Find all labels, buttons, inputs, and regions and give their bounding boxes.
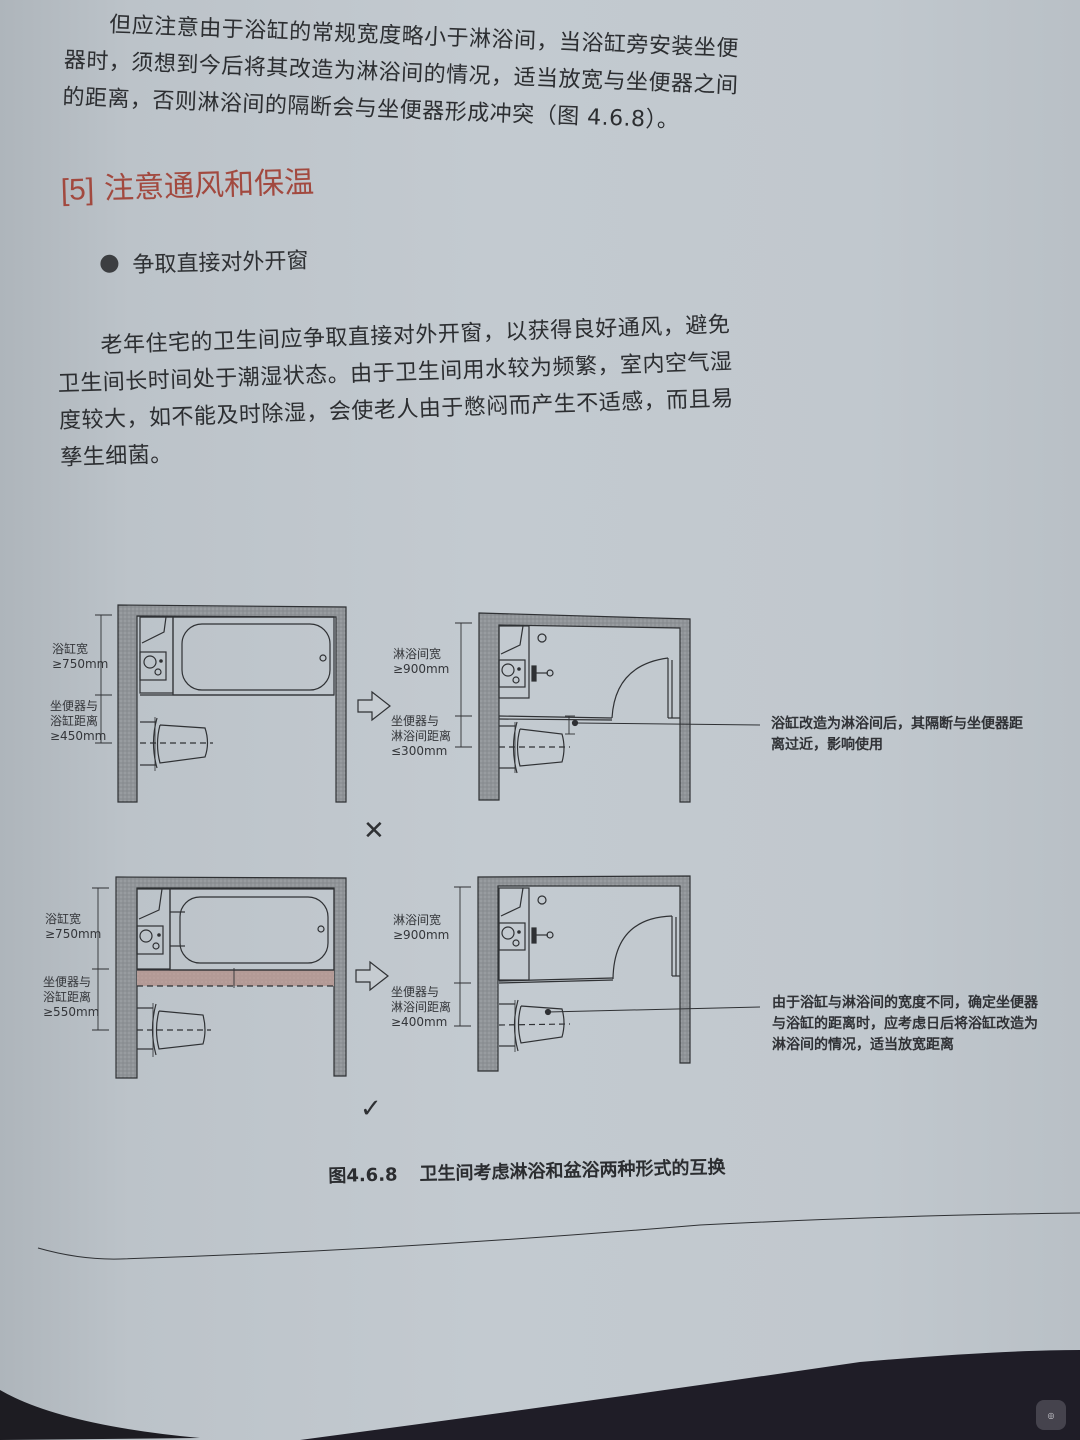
arrow-icon [357, 690, 391, 722]
dim-label-text: 淋浴间宽 [393, 647, 442, 661]
callout-line: 离过近，影响使用 [771, 737, 883, 753]
dim-value-text: ≥750mm [52, 657, 109, 671]
dim-label-text: 坐便器与 [50, 699, 99, 713]
dim-label-text: 浴缸宽 [52, 642, 89, 656]
bottom-bathtub-dim1: 浴缸宽 ≥750mm [45, 912, 101, 942]
dim-value-text: ≥400mm [391, 1015, 448, 1029]
page-rule [37, 1212, 1080, 1260]
figure-number: 图4.6.8 [328, 1164, 398, 1187]
cross-icon: ✕ [363, 816, 385, 846]
top-callout: 浴缸改造为淋浴间后，其隔断与坐便器距 离过近，影响使用 [771, 714, 1023, 756]
arrow-icon [355, 960, 389, 992]
top-bathtub-plan [95, 604, 347, 803]
dim-value-text: ≥900mm [393, 928, 450, 942]
bottom-bathtub-dim2: 坐便器与 浴缸距离 ≥550mm [43, 975, 99, 1020]
callout-line: 浴缸改造为淋浴间后，其隔断与坐便器距 [771, 716, 1023, 732]
dim-label-text: 坐便器与 [391, 985, 440, 999]
dim-label-text: 浴缸距离 [50, 714, 99, 728]
dim-value-text: ≤300mm [391, 744, 448, 758]
dim-label-text: 坐便器与 [43, 975, 92, 989]
dim-value-text: ≥900mm [393, 662, 450, 676]
bottom-bathtub-plan [92, 876, 347, 1079]
desk-background [0, 1390, 200, 1440]
dim-value-text: ≥450mm [50, 729, 107, 743]
bottom-shower-dim2: 坐便器与 淋浴间距离 ≥400mm [391, 985, 451, 1030]
top-bathtub-dim1: 浴缸宽 ≥750mm [52, 642, 108, 672]
dim-value-text: ≥550mm [43, 1005, 100, 1019]
top-shower-plan [455, 612, 761, 803]
dim-label-text: 浴缸距离 [43, 990, 92, 1004]
callout-line: 与浴缸的距离时，应考虑日后将浴缸改造为 [772, 1016, 1038, 1032]
top-bathtub-dim2: 坐便器与 浴缸距离 ≥450mm [50, 699, 106, 744]
dim-label-text: 淋浴间距离 [391, 1000, 452, 1014]
watermark-logo-icon: ◎ [1036, 1400, 1066, 1430]
dim-value-text: ≥750mm [45, 927, 102, 941]
checkmark-icon: ✓ [360, 1094, 382, 1124]
callout-line: 淋浴间的情况，适当放宽距离 [772, 1037, 954, 1053]
dim-label-text: 坐便器与 [391, 714, 440, 728]
top-shower-dim1: 淋浴间宽 ≥900mm [393, 647, 449, 677]
dim-label-text: 淋浴间宽 [393, 913, 442, 927]
bottom-callout: 由于浴缸与淋浴间的宽度不同，确定坐便器 与浴缸的距离时，应考虑日后将浴缸改造为 … [772, 993, 1038, 1056]
callout-line: 由于浴缸与淋浴间的宽度不同，确定坐便器 [772, 995, 1038, 1011]
top-shower-dim2: 坐便器与 淋浴间距离 ≤300mm [391, 714, 451, 759]
bottom-shower-dim1: 淋浴间宽 ≥900mm [393, 913, 449, 943]
dim-label-text: 淋浴间距离 [391, 729, 452, 743]
dim-label-text: 浴缸宽 [45, 912, 82, 926]
bottom-shower-plan [454, 875, 761, 1072]
